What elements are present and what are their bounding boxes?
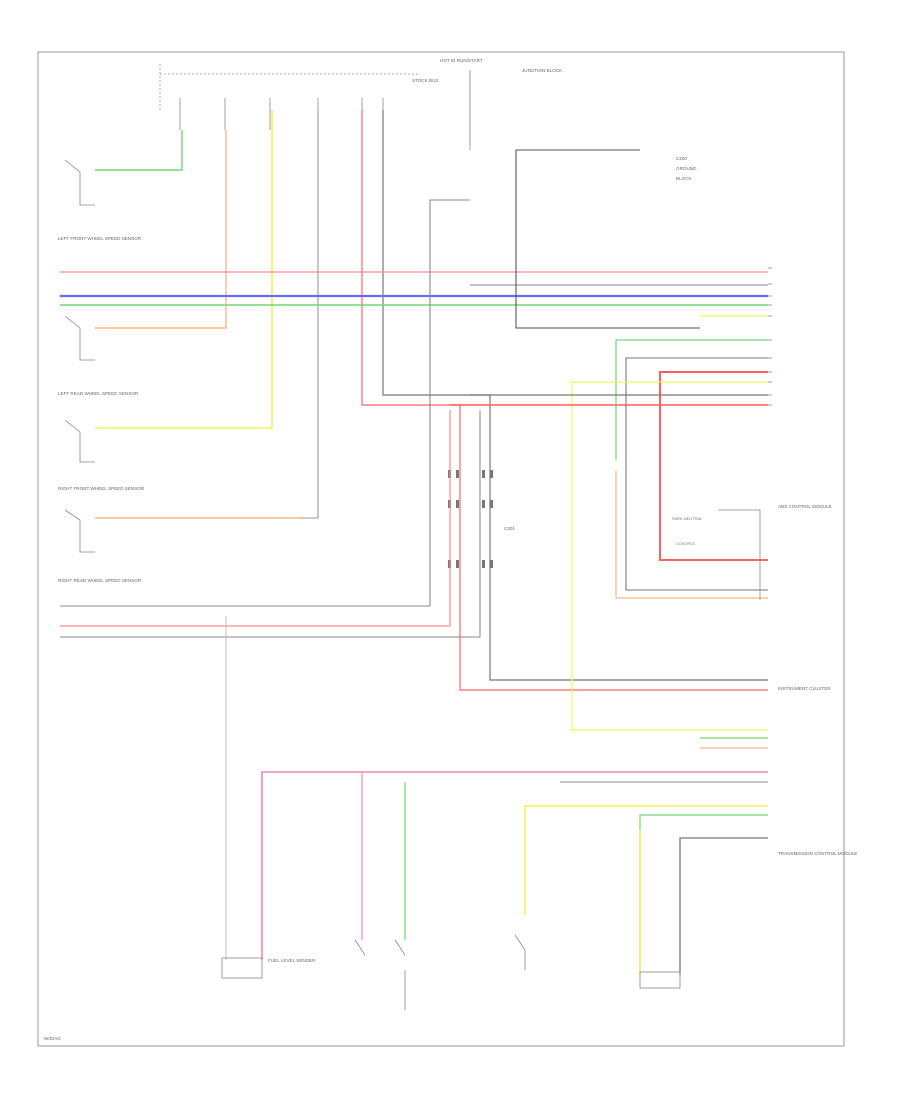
left-rear-sensor-label: LEFT REAR WHEEL SPEED SENSOR (58, 391, 139, 396)
lower-pink-wire (60, 410, 451, 627)
abs-ground-label-2: GROUND (676, 166, 697, 171)
abs-ground-label-3: BLOCK (676, 176, 693, 181)
bottom-switch-2 (514, 934, 526, 970)
switch-box (718, 509, 761, 600)
right-gray-run (625, 357, 768, 591)
lower-gray-run (679, 837, 768, 975)
bottom-switch-1 (354, 939, 406, 1010)
right-green-run (615, 339, 768, 460)
center-splices (448, 470, 493, 568)
left-sensor-group (64, 159, 95, 553)
page-code: W/DIAG (44, 1036, 61, 1041)
right-connector-pins (768, 267, 772, 406)
red-wire-drop (361, 110, 768, 691)
junction-block-label: JUNCTION BLOCK (522, 68, 563, 73)
right-red-run (659, 371, 768, 561)
fuel-level-label: FUEL LEVEL SENDER (268, 958, 316, 963)
right-orange-run (615, 470, 768, 599)
yellow-wire-rf (95, 110, 273, 429)
splice-label: C201 (504, 526, 515, 531)
lower-gray-wire-2 (60, 410, 481, 638)
right-yellow-run (571, 381, 768, 730)
orange-wire-lr (95, 130, 227, 329)
module-bracket (515, 149, 700, 329)
abs-module-label: ABS CONTROL MODULE (778, 504, 832, 509)
gray-wire-rr (95, 110, 319, 519)
trans-sensor-box (639, 971, 681, 989)
trans-control-label: TRANSMISSION CONTROL MODULE (778, 851, 857, 856)
abs-ground-label: C200 (676, 156, 687, 161)
right-rear-sensor-label: RIGHT REAR WHEEL SPEED SENSOR (58, 578, 142, 583)
top-label-2: STOCK BUS (412, 78, 438, 83)
left-front-sensor-label: LEFT FRONT WHEEL SPEED SENSOR (58, 236, 142, 241)
switch-label-2: CONTROL (676, 541, 696, 546)
green-wire-lf (95, 130, 183, 171)
switch-label: PARK NEUTRAL (672, 516, 703, 521)
lower-yellow-run (524, 805, 768, 915)
lower-pink-loop (261, 771, 768, 960)
lower-gray-wire (60, 199, 470, 607)
right-front-sensor-label: RIGHT FRONT WHEEL SPEED SENSOR (58, 486, 145, 491)
diagram-border (37, 51, 845, 1047)
top-label: HOT IN RUN/START (440, 58, 483, 63)
instrument-cluster-label: INSTRUMENT CLUSTER (778, 686, 831, 691)
fuel-sender-box (221, 957, 263, 979)
